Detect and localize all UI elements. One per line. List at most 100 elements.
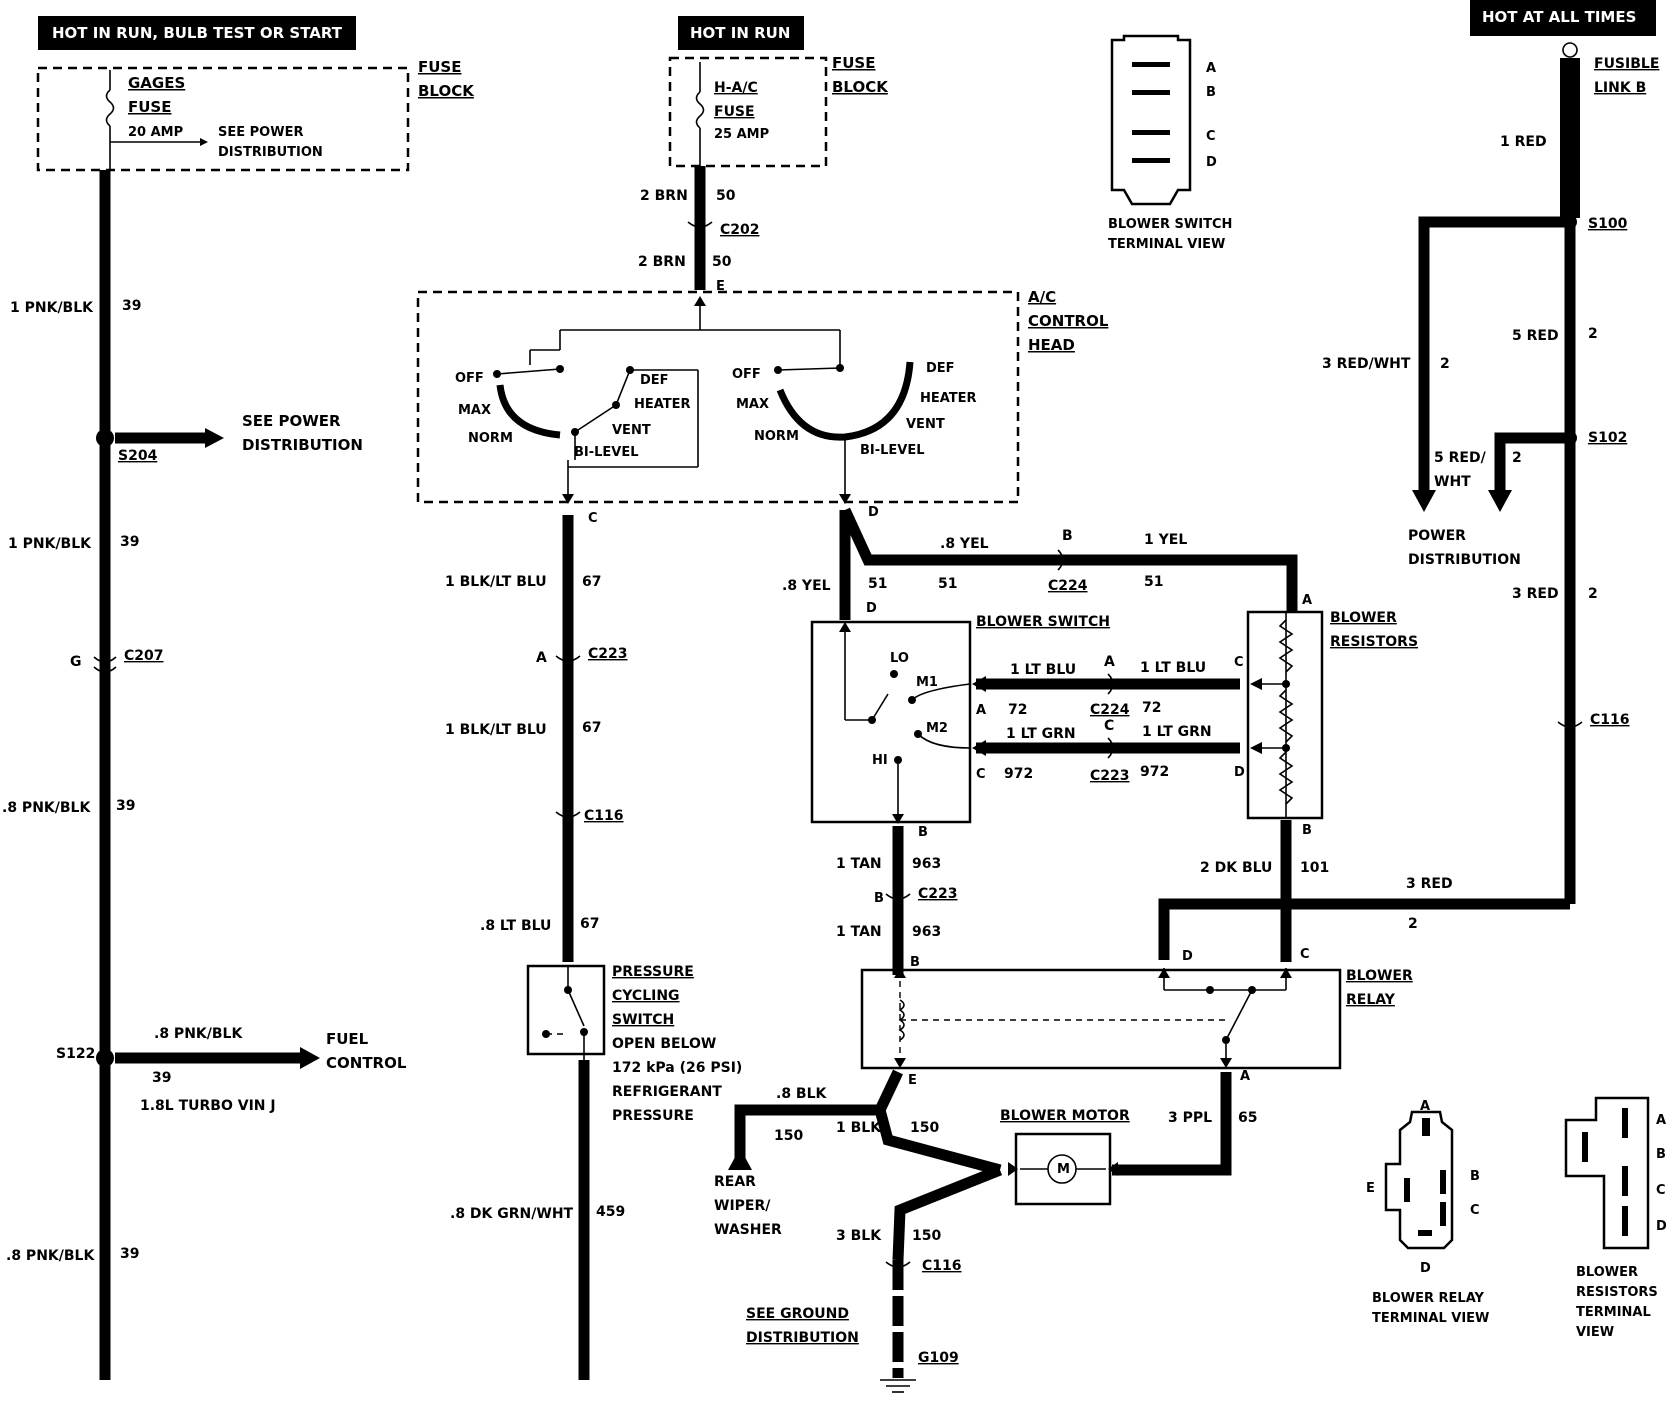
left-n2: 39 <box>120 534 139 550</box>
ach-r-vent: VENT <box>906 417 945 432</box>
sw-n972a: 972 <box>1004 766 1033 782</box>
arrow-down-icon <box>892 814 904 824</box>
sw-lb-w2: 1 LT BLU <box>1140 660 1206 676</box>
connector-c207-icon <box>93 656 117 663</box>
connector-c116-icon <box>555 811 581 818</box>
ach-l-heater: HEATER <box>634 397 691 412</box>
relay-label2: RELAY <box>1346 992 1396 1008</box>
left-s122: S122 <box>56 1046 95 1062</box>
red-rw-n: 2 <box>1440 356 1450 372</box>
blower-switch-terminal-view: A B C D BLOWER SWITCH TERMINAL VIEW <box>1108 34 1232 252</box>
tan-w1: 1 TAN <box>836 856 882 872</box>
ach-label2: CONTROL <box>1028 312 1109 330</box>
ach-l-def: DEF <box>640 373 669 388</box>
pcs-wire <box>526 515 606 1380</box>
sw-c223: C223 <box>1090 768 1130 784</box>
rt-d: D <box>1420 1261 1431 1276</box>
red-r5: 5 RED <box>1512 328 1559 344</box>
yel-wire <box>839 507 1298 620</box>
ach-pin-c: C <box>588 511 598 526</box>
rst-l4: VIEW <box>1576 1325 1614 1340</box>
arrow-left-icon <box>1108 1162 1118 1176</box>
left-pnk-blk-wire <box>93 170 320 1380</box>
left-n3: 39 <box>116 798 135 814</box>
fuse-symbol-icon <box>105 89 115 127</box>
relay-pin-d: D <box>1182 949 1193 964</box>
tan-c223: C223 <box>918 886 958 902</box>
connector-c116-icon <box>1557 721 1583 728</box>
red-w-link: 1 RED <box>1500 134 1547 150</box>
blower-relay <box>860 968 1342 1070</box>
arrow-up-icon <box>1158 968 1170 978</box>
gnd-w3: 3 BLK <box>836 1228 882 1244</box>
red-r3b-n: 2 <box>1408 916 1418 932</box>
red-rw5a: 5 RED/ <box>1434 450 1487 466</box>
rt-a: A <box>1420 1099 1430 1114</box>
rt-c: C <box>1470 1203 1480 1218</box>
hac-fuse-block: H-A/C FUSE 25 AMP FUSE BLOCK <box>668 54 889 168</box>
dkblu-n: 101 <box>1300 860 1329 876</box>
sw-n72b: 72 <box>1142 700 1161 716</box>
title-hot-all: HOT AT ALL TIMES <box>1470 0 1656 36</box>
bs-title: BLOWER SWITCH <box>976 614 1110 630</box>
pcs-label2: CYCLING <box>612 988 680 1004</box>
rst-a: A <box>1656 1113 1666 1128</box>
left-w4: .8 PNK/BLK <box>6 1248 95 1264</box>
left-mode-arc <box>496 384 561 439</box>
title-hot-run: HOT IN RUN <box>678 16 804 50</box>
ground-triangle-icon <box>728 1148 752 1170</box>
yel-pin-b: B <box>1062 528 1073 544</box>
pcs-label5: 172 kPa (26 PSI) <box>612 1060 742 1076</box>
gnd-rww2: WIPER/ <box>714 1198 771 1214</box>
relay-box <box>860 968 1342 1070</box>
res-label1: BLOWER <box>1330 610 1397 626</box>
gages-block2: BLOCK <box>418 82 475 100</box>
right-mode-arc <box>776 361 914 441</box>
title-hot-run-bulb-text: HOT IN RUN, BULB TEST OR START <box>52 24 343 42</box>
tan-wire <box>885 826 911 975</box>
arrow-down-icon <box>1220 1058 1232 1068</box>
red-rw5b: WHT <box>1434 474 1471 490</box>
red-r5-n: 2 <box>1588 326 1598 342</box>
left-pin-g: G <box>70 654 82 670</box>
gnd-sg2: DISTRIBUTION <box>746 1330 859 1346</box>
fl-label2: LINK B <box>1594 80 1646 96</box>
rst-b: B <box>1656 1147 1666 1162</box>
sw-lb-w1: 1 LT BLU <box>1010 662 1076 678</box>
bst-a: A <box>1206 61 1216 76</box>
title-hot-all-text: HOT AT ALL TIMES <box>1482 8 1636 26</box>
gages-fuse-name1: GAGES <box>128 74 185 92</box>
ach-r-norm: NORM <box>754 429 799 444</box>
relay-pin-e: E <box>908 1073 917 1088</box>
hac-pin-e: E <box>716 279 725 294</box>
pcs-n3: 67 <box>580 916 599 932</box>
pcs-w1: 1 BLK/LT BLU <box>445 574 547 590</box>
sw-lg-c: C <box>1104 718 1114 734</box>
rst-l1: BLOWER <box>1576 1265 1638 1280</box>
gnd-w2: 1 BLK <box>836 1120 882 1136</box>
pressure-switch-box <box>526 964 606 1056</box>
switch-lo-contact <box>890 670 898 678</box>
bs-m1: M1 <box>916 675 938 690</box>
ach-r-bilevel: BI-LEVEL <box>860 443 925 458</box>
left-fuel1: FUEL <box>326 1030 369 1048</box>
red-r3: 3 RED <box>1512 586 1559 602</box>
tan-pin-b2: B <box>910 955 920 970</box>
left-fuel2: CONTROL <box>326 1054 407 1072</box>
gnd-m: M <box>1057 1162 1070 1177</box>
ach-label1: A/C <box>1028 288 1056 306</box>
yel-w-left: .8 YEL <box>782 578 831 594</box>
hac-block1: FUSE <box>832 54 875 72</box>
ground-wires <box>728 1069 1232 1393</box>
ach-pin-d: D <box>868 505 879 520</box>
arrow-up-icon <box>1280 968 1292 978</box>
bs-pin-b: B <box>918 825 928 840</box>
ach-label3: HEAD <box>1028 336 1075 354</box>
bst-b: B <box>1206 85 1216 100</box>
relay-label1: BLOWER <box>1346 968 1413 984</box>
hac-brn-wire <box>687 166 713 290</box>
arrow-down-icon <box>562 494 574 504</box>
gnd-g109: G109 <box>918 1350 959 1366</box>
blower-resistors: BLOWER RESISTORS <box>1246 610 1418 820</box>
